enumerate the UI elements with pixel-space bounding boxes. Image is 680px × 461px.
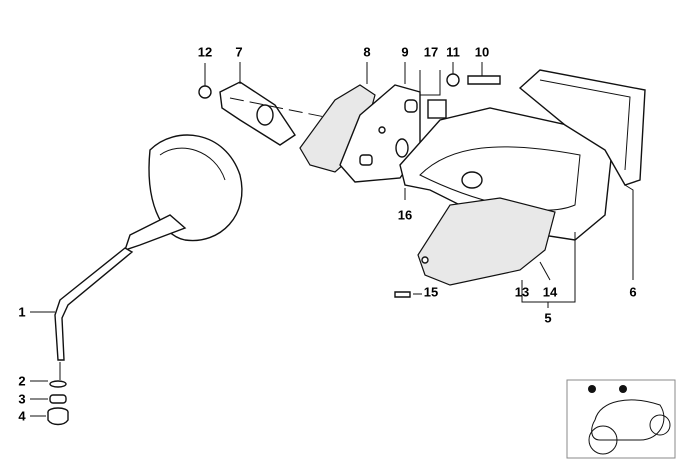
part-label-15: 15 [423, 284, 439, 300]
mirror-assembly [54, 134, 243, 380]
part-label-4: 4 [18, 408, 26, 424]
motorcycle-location-thumbnail [566, 379, 676, 459]
part-label-8: 8 [363, 44, 371, 60]
part-label-17: 17 [423, 44, 439, 60]
part-label-2: 2 [18, 373, 26, 389]
part-label-7: 7 [235, 44, 243, 60]
part-label-14: 14 [542, 284, 558, 300]
bracket [198, 62, 331, 146]
part-label-1: 1 [18, 304, 26, 320]
part-label-10: 10 [474, 44, 490, 60]
washer-nut-cap [47, 380, 69, 426]
part-label-6: 6 [629, 284, 637, 300]
part-label-11: 11 [446, 44, 460, 60]
part-label-5: 5 [544, 310, 552, 326]
part-label-12: 12 [197, 44, 213, 60]
part-label-13: 13 [514, 284, 530, 300]
part-label-16: 16 [397, 207, 413, 223]
part-label-3: 3 [18, 391, 26, 407]
indicator-housing [399, 107, 613, 241]
mounting-plate [518, 69, 646, 186]
indicator-lens [417, 197, 556, 286]
part-label-9: 9 [401, 44, 409, 60]
